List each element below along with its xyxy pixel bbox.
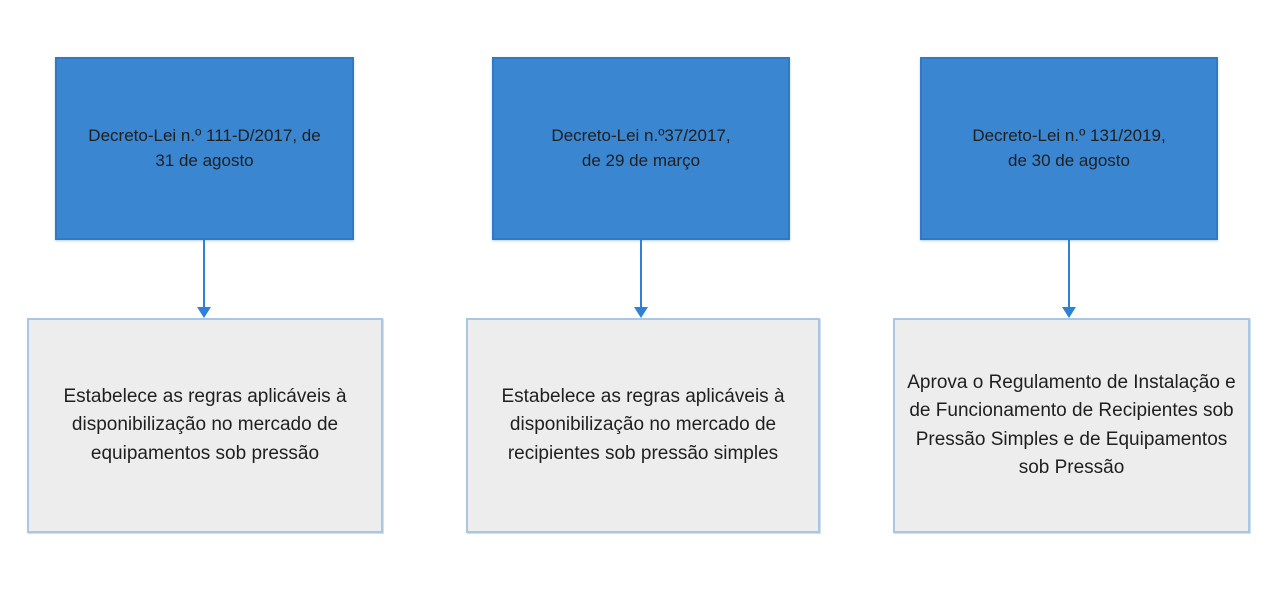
arrow-head-icon [634, 307, 648, 318]
description-box-dl-131-2019: Aprova o Regulamento de Instalação e de … [893, 318, 1250, 533]
law-box-label: Decreto-Lei n.º37/2017, de 29 de março [551, 125, 731, 170]
arrow-line [203, 240, 205, 308]
law-box-dl-131-2019: Decreto-Lei n.º 131/2019, de 30 de agost… [920, 57, 1218, 240]
connector-arrow-down [634, 240, 648, 318]
description-box-dl-111-d-2017: Estabelece as regras aplicáveis à dispon… [27, 318, 383, 533]
law-box-label: Decreto-Lei n.º 111-D/2017, de 31 de ago… [88, 125, 321, 170]
arrow-head-icon [1062, 307, 1076, 318]
law-box-dl-37-2017: Decreto-Lei n.º37/2017, de 29 de março [492, 57, 790, 240]
connector-arrow-down [197, 240, 211, 318]
description-box-dl-37-2017: Estabelece as regras aplicáveis à dispon… [466, 318, 820, 533]
law-box-label: Decreto-Lei n.º 131/2019, de 30 de agost… [972, 125, 1166, 170]
law-box-dl-111-d-2017: Decreto-Lei n.º 111-D/2017, de 31 de ago… [55, 57, 354, 240]
connector-arrow-down [1062, 240, 1076, 318]
arrow-head-icon [197, 307, 211, 318]
description-box-label: Aprova o Regulamento de Instalação e de … [907, 371, 1236, 479]
arrow-line [1068, 240, 1070, 308]
description-box-label: Estabelece as regras aplicáveis à dispon… [63, 385, 347, 464]
description-box-label: Estabelece as regras aplicáveis à dispon… [501, 385, 785, 464]
arrow-line [640, 240, 642, 308]
